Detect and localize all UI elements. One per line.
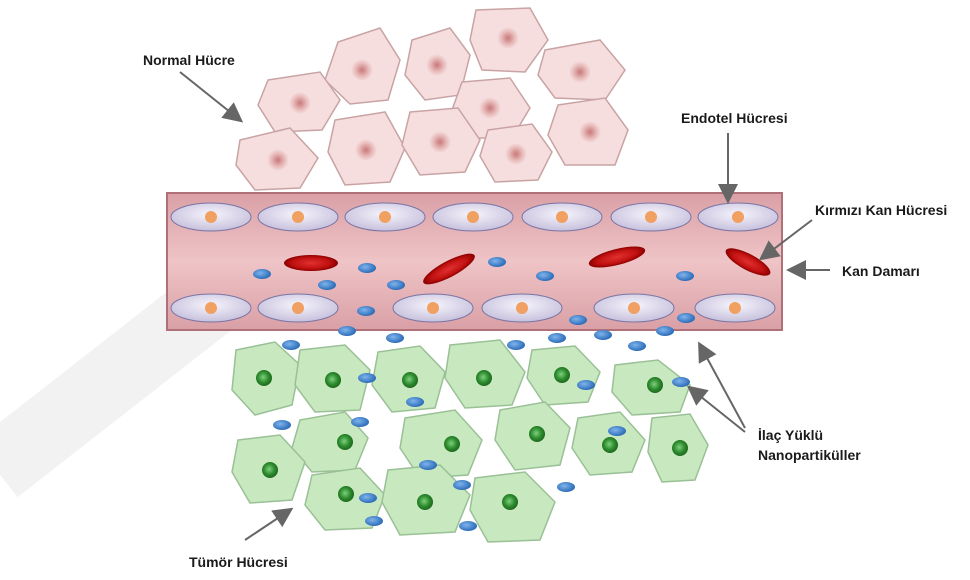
nanoparticle [557, 482, 575, 492]
label-normal-cell: Normal Hücre [143, 51, 235, 69]
label-nanoparticles-line1: İlaç Yüklü [758, 426, 823, 444]
nanoparticle [359, 493, 377, 503]
normal-cell-nucleus [497, 27, 519, 49]
label-tumor-cell: Tümör Hücresi [189, 553, 288, 571]
nanoparticle [318, 280, 336, 290]
nanoparticle [536, 271, 554, 281]
endothelial-nucleus [732, 211, 744, 223]
normal-cell-nucleus [267, 149, 289, 171]
nanoparticle [386, 333, 404, 343]
nanoparticle [282, 340, 300, 350]
nanoparticle [569, 315, 587, 325]
arrow-tumor-cell [245, 510, 290, 540]
nanoparticle [577, 380, 595, 390]
nanoparticle [628, 341, 646, 351]
label-nanoparticles-line2: Nanopartiküller [758, 446, 861, 464]
normal-cell-nucleus [355, 139, 377, 161]
nanoparticle [365, 516, 383, 526]
tumor-nucleus [554, 367, 570, 383]
tumor-nucleus [402, 372, 418, 388]
label-blood-vessel: Kan Damarı [842, 262, 920, 280]
tumor-nucleus [338, 486, 354, 502]
normal-cell-nucleus [579, 121, 601, 143]
endothelial-nucleus [427, 302, 439, 314]
red-blood-cell [284, 255, 338, 271]
normal-cell-nucleus [429, 131, 451, 153]
endothelial-nucleus [516, 302, 528, 314]
arrow-normal-cell [180, 72, 240, 120]
normal-cell-nucleus [479, 97, 501, 119]
tumor-nucleus [476, 370, 492, 386]
tumor-nucleus [529, 426, 545, 442]
nanoparticle [548, 333, 566, 343]
nanoparticle [387, 280, 405, 290]
arrow-nanoparticle-2 [690, 388, 745, 432]
nanoparticle [419, 460, 437, 470]
nanoparticle [358, 263, 376, 273]
nanoparticle [253, 269, 271, 279]
tumor-nucleus [672, 440, 688, 456]
endothelial-nucleus [556, 211, 568, 223]
nanoparticle [672, 377, 690, 387]
nanoparticle [273, 420, 291, 430]
nanoparticle [453, 480, 471, 490]
nanoparticle [358, 373, 376, 383]
normal-cell-nucleus [289, 92, 311, 114]
normal-cells [236, 8, 628, 190]
nanoparticle [488, 257, 506, 267]
endothelial-nucleus [205, 211, 217, 223]
arrow-nanoparticle-1 [700, 345, 745, 428]
label-endothelial-cell: Endotel Hücresi [681, 109, 788, 127]
normal-cell-nucleus [505, 143, 527, 165]
endothelial-nucleus [292, 211, 304, 223]
tumor-nucleus [325, 372, 341, 388]
endothelial-nucleus [645, 211, 657, 223]
nanoparticle [459, 521, 477, 531]
nanoparticle [507, 340, 525, 350]
nanoparticle [676, 271, 694, 281]
nanoparticle [406, 397, 424, 407]
tumor-nucleus [502, 494, 518, 510]
endothelial-nucleus [292, 302, 304, 314]
tumor-cells [232, 340, 708, 542]
nanoparticle [608, 426, 626, 436]
nanoparticle [357, 306, 375, 316]
label-red-blood-cell: Kırmızı Kan Hücresi [815, 201, 947, 219]
endothelial-nucleus [379, 211, 391, 223]
nanoparticle [677, 313, 695, 323]
nanoparticle [338, 326, 356, 336]
endothelial-nucleus [729, 302, 741, 314]
endothelial-nucleus [205, 302, 217, 314]
tumor-nucleus [337, 434, 353, 450]
nanoparticle [594, 330, 612, 340]
tumor-nucleus [602, 437, 618, 453]
tumor-nucleus [647, 377, 663, 393]
tumor-nucleus [256, 370, 272, 386]
normal-cell-nucleus [426, 54, 448, 76]
endothelial-nucleus [467, 211, 479, 223]
normal-cell-nucleus [351, 59, 373, 81]
nanoparticle [656, 326, 674, 336]
nanoparticle [351, 417, 369, 427]
tumor-nucleus [262, 462, 278, 478]
normal-cell-nucleus [569, 61, 591, 83]
endothelial-nucleus [628, 302, 640, 314]
tumor-nucleus [444, 436, 460, 452]
tumor-nucleus [417, 494, 433, 510]
